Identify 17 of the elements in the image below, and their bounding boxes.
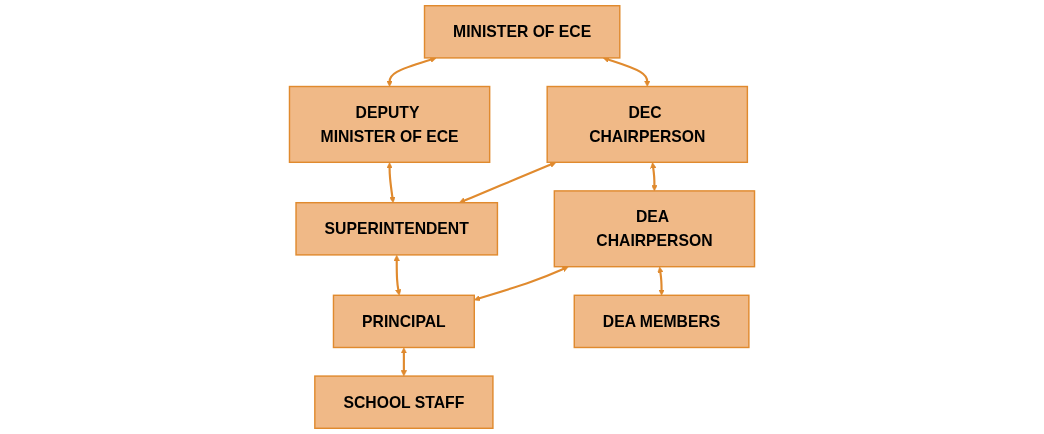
node-box: DEC CHAIRPERSON [546, 85, 749, 163]
node-box: DEA CHAIRPERSON [553, 190, 756, 268]
arrow [400, 347, 407, 377]
arrow [386, 162, 396, 203]
arrow [650, 162, 658, 192]
arrow [602, 56, 651, 87]
node-box: SCHOOL STAFF [314, 375, 494, 429]
arrow [474, 266, 569, 302]
arrow [657, 266, 665, 296]
arrow [459, 161, 557, 204]
arrow [393, 254, 402, 296]
node-box: PRINCIPAL [332, 294, 475, 349]
node-box: DEPUTY MINISTER OF ECE [288, 85, 491, 163]
node-box: SUPERINTENDENT [295, 202, 499, 256]
arrow [386, 56, 437, 87]
node-box: MINISTER OF ECE [423, 5, 621, 59]
node-box: DEA MEMBERS [573, 294, 750, 349]
